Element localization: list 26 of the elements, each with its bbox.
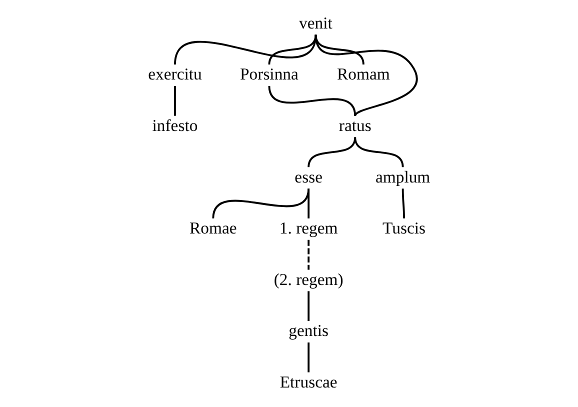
node-text: gentis xyxy=(288,321,328,340)
node-text: (2. regem) xyxy=(273,270,343,289)
node-text: Romam xyxy=(336,64,390,84)
connector xyxy=(307,291,310,321)
node-text: Etruscae xyxy=(279,372,337,392)
node-text: ratus xyxy=(338,116,371,135)
connector xyxy=(174,34,316,65)
node-text: Romae xyxy=(189,218,236,238)
connector xyxy=(307,137,356,168)
node-text: amplum xyxy=(374,167,430,186)
node-text: venit xyxy=(298,13,332,32)
connector xyxy=(307,342,310,372)
connector xyxy=(268,86,356,116)
node-text: infesto xyxy=(152,116,198,135)
node-text: Porsinna xyxy=(240,64,298,84)
connector xyxy=(314,34,364,65)
node-text: 1. regem xyxy=(278,218,338,238)
connector xyxy=(212,188,310,219)
connector xyxy=(354,137,404,168)
connector xyxy=(174,86,176,116)
connector xyxy=(401,188,404,218)
node-text: exercitu xyxy=(148,64,202,84)
node-text: esse xyxy=(294,167,322,186)
connector xyxy=(314,34,418,116)
node-text: Tuscis xyxy=(382,218,426,238)
connector xyxy=(307,240,310,270)
